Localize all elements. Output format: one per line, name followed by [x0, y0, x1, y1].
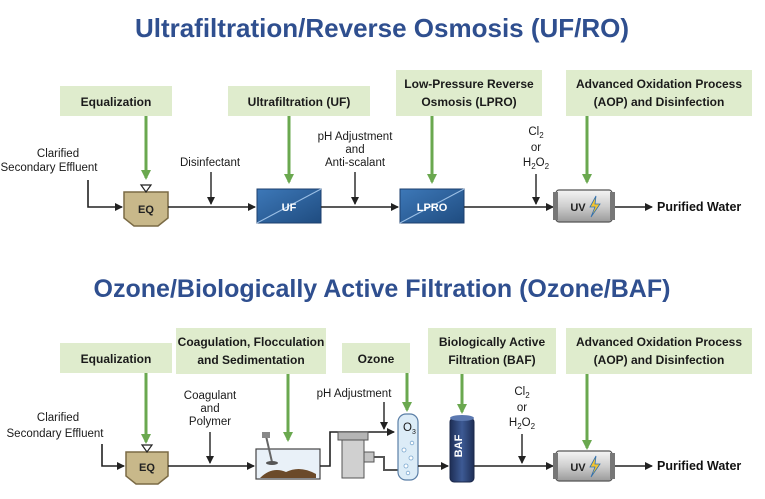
- eq-tank: [123, 191, 169, 227]
- bubble: [403, 463, 409, 469]
- mixer-shaft: [265, 435, 273, 463]
- bottom-ozone-box: [342, 343, 410, 373]
- bottom-or-label: or: [517, 402, 527, 414]
- bottom-ph-label: pH Adjustment: [317, 388, 393, 400]
- top-lpro-label-2: Osmosis (LPRO): [421, 95, 516, 109]
- bubble: [401, 447, 407, 453]
- bottom-process: Equalization Coagulation, Flocculation a…: [7, 328, 752, 485]
- bottom-baf-label-1: Biologically Active: [439, 335, 546, 349]
- bottom-coag-label-1: Coagulation, Flocculation: [178, 335, 325, 349]
- bottom-aop-label-2: (AOP) and Disinfection: [594, 353, 725, 367]
- top-disinfectant-label: Disinfectant: [180, 157, 241, 169]
- bottom-uv-text: UV: [570, 462, 586, 474]
- bottom-output-label: Purified Water: [657, 459, 741, 473]
- water-level-icon: [139, 184, 153, 194]
- top-lpro-label-1: Low-Pressure Reverse: [404, 77, 534, 91]
- bubble: [409, 440, 415, 446]
- top-uf-unit: UF: [282, 202, 297, 214]
- top-title: Ultrafiltration/Reverse Osmosis (UF/RO): [135, 13, 629, 43]
- bottom-equalization-label: Equalization: [81, 352, 152, 366]
- bottom-coagulant-label-2: and: [200, 403, 219, 415]
- bubble: [405, 470, 411, 476]
- top-ph-label-1: pH Adjustment: [318, 131, 394, 143]
- bottom-influent-label-1: Clarified: [37, 412, 79, 424]
- bottom-equalization-box: [60, 343, 172, 373]
- bottom-eq-unit: EQ: [139, 462, 155, 474]
- mixer-blade: [266, 461, 278, 465]
- mixer-motor: [262, 432, 270, 438]
- top-ph-label-3: Anti-scalant: [325, 157, 386, 169]
- baf-top: [450, 415, 474, 421]
- top-process: Equalization Ultrafiltration (UF) Low-Pr…: [1, 70, 752, 227]
- bottom-cl2-label: Cl2: [514, 386, 530, 400]
- eq-tank: [125, 451, 169, 485]
- top-uv-text: UV: [570, 202, 586, 214]
- bottom-h2o2-label: H2O2: [509, 417, 536, 431]
- bottom-coag-box: [176, 328, 326, 374]
- top-eq-unit: EQ: [138, 204, 154, 216]
- top-equalization-box: [60, 86, 172, 116]
- bubble: [408, 455, 414, 461]
- lightning-icon: [589, 455, 601, 478]
- bottom-coagulant-label-3: Polymer: [189, 416, 231, 428]
- top-lpro-box: [396, 70, 542, 116]
- bottom-baf-box: [428, 328, 556, 374]
- membrane-line: [399, 188, 465, 224]
- uv-cap: [610, 192, 615, 220]
- top-or-label: or: [531, 142, 541, 154]
- top-uf-box: [228, 86, 370, 116]
- uv-cap: [553, 192, 558, 220]
- flow-line: [87, 180, 123, 211]
- ozone-contactor: [397, 413, 419, 481]
- bottom-baf-label-2: Filtration (BAF): [448, 353, 535, 367]
- o3-label: O3: [403, 422, 416, 436]
- top-h2o2-label: H2O2: [523, 157, 550, 171]
- ozone-generator: [341, 435, 365, 479]
- uv-cap: [610, 453, 615, 479]
- top-output-label: Purified Water: [657, 200, 741, 214]
- bottom-coag-label-2: and Sedimentation: [197, 353, 304, 367]
- top-cl2-label: Cl2: [528, 126, 544, 140]
- membrane-line: [256, 188, 322, 224]
- bottom-influent-label-2: Secondary Effluent: [7, 428, 105, 440]
- top-equalization-label: Equalization: [81, 95, 152, 109]
- generator-cap: [337, 431, 369, 441]
- top-influent-label-2: Secondary Effluent: [1, 162, 99, 174]
- top-ph-label-2: and: [345, 144, 364, 156]
- bottom-aop-label-1: Advanced Oxidation Process: [576, 335, 742, 349]
- water-level-icon: [140, 444, 154, 454]
- top-uf-label: Ultrafiltration (UF): [248, 95, 351, 109]
- flow-line: [101, 444, 125, 470]
- bottom-ozone-label: Ozone: [358, 352, 395, 366]
- bottom-title: Ozone/Biologically Active Filtration (Oz…: [94, 275, 671, 303]
- ozone-feed-pipe: [374, 456, 398, 471]
- top-aop-label-1: Advanced Oxidation Process: [576, 77, 742, 91]
- top-lpro-unit: LPRO: [417, 202, 448, 214]
- generator-port: [363, 451, 375, 463]
- uv-cap: [553, 453, 558, 479]
- bottom-coagulant-label-1: Coagulant: [184, 390, 237, 402]
- lightning-icon: [589, 195, 601, 218]
- bottom-aop-box: [566, 328, 752, 374]
- top-aop-label-2: (AOP) and Disinfection: [594, 95, 725, 109]
- top-influent-label-1: Clarified: [37, 148, 79, 160]
- top-aop-box: [566, 70, 752, 116]
- sludge: [260, 468, 316, 478]
- baf-unit-text: BAF: [453, 434, 465, 457]
